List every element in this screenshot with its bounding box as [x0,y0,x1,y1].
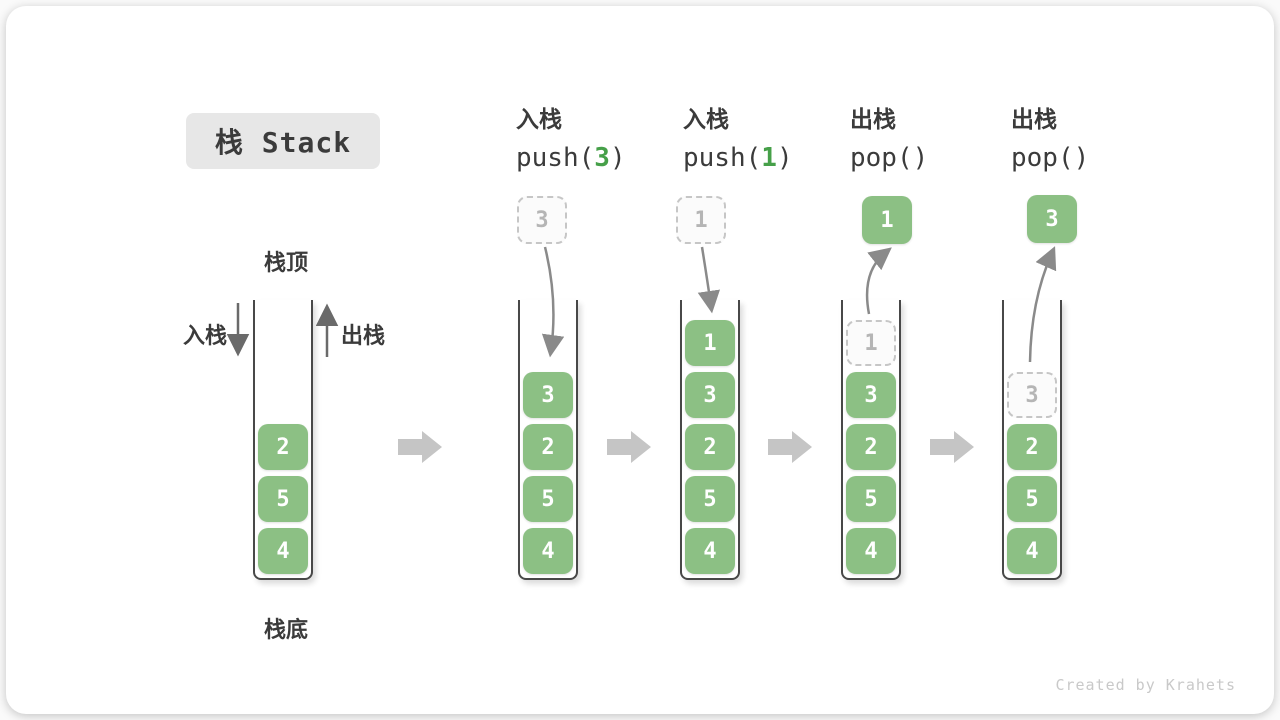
op-header-pop-1: 出栈 pop() [850,106,1010,173]
watermark: Created by Krahets [1055,676,1236,694]
code-pre: push( [683,143,762,173]
op-header-push-3: 入栈 push(3) [516,106,676,173]
popped-cell-placeholder: 3 [1007,372,1057,418]
op-code: push(1) [683,143,843,173]
stack-cell: 2 [846,424,896,470]
diagram-title: 栈 Stack [186,113,380,169]
stack-top-label: 栈顶 [263,251,308,276]
stack-cell: 5 [685,476,735,522]
op-label: 出栈 [850,107,896,133]
stack-cell: 5 [846,476,896,522]
op-label: 入栈 [683,107,729,133]
op-label: 入栈 [516,107,562,133]
op-code: pop() [1011,143,1171,173]
op-code: pop() [850,143,1010,173]
stack-cell: 5 [1007,476,1057,522]
stack-cell: 5 [258,476,308,522]
stack-cell: 4 [685,528,735,574]
popped-value-box: 1 [862,196,912,244]
diagram-title-text: 栈 Stack [214,126,352,159]
stack-cell: 2 [1007,424,1057,470]
push-side-label: 入栈 [182,324,227,349]
code-arg: 1 [761,143,777,173]
code-arg: 3 [594,143,610,173]
op-label: 出栈 [1011,107,1057,133]
code-post: ) [1073,143,1090,173]
stack-cell: 3 [685,372,735,418]
op-header-pop-2: 出栈 pop() [1011,106,1171,173]
pop-side-label: 出栈 [341,324,386,349]
stack-cell: 2 [523,424,573,470]
stack-cell: 5 [523,476,573,522]
code-post: ) [609,143,626,173]
incoming-value-box: 1 [676,196,726,244]
code-post: ) [776,143,793,173]
code-post: ) [912,143,929,173]
code-pre: pop( [850,143,913,173]
popped-value-box: 3 [1027,195,1077,243]
stack-cell: 1 [685,320,735,366]
stack-cell: 2 [685,424,735,470]
stack-cell: 3 [846,372,896,418]
stack-cell: 4 [523,528,573,574]
stack-bottom-label: 栈底 [263,618,308,643]
incoming-value-box: 3 [517,196,567,244]
code-pre: push( [516,143,595,173]
stack-cell: 4 [846,528,896,574]
stack-cell: 2 [258,424,308,470]
stack-cell: 4 [258,528,308,574]
stack-cell: 4 [1007,528,1057,574]
stack-cell: 3 [523,372,573,418]
op-code: push(3) [516,143,676,173]
code-pre: pop( [1011,143,1074,173]
op-header-push-1: 入栈 push(1) [683,106,843,173]
popped-cell-placeholder: 1 [846,320,896,366]
